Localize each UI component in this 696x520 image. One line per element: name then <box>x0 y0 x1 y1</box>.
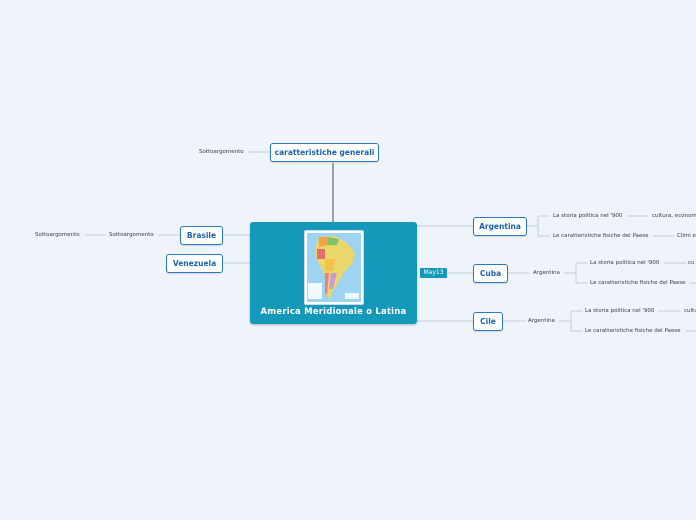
subtopic-label[interactable]: La storia politica nel '900 <box>585 308 655 314</box>
central-topic[interactable]: America Meridionale o Latina <box>250 222 417 324</box>
subtopic-label[interactable]: Climi e <box>677 233 696 239</box>
subtopic-label[interactable]: cultu <box>684 308 696 314</box>
subtopic-label[interactable]: Argentina <box>533 270 560 276</box>
subtopic-label[interactable]: Argentina <box>528 318 555 324</box>
south-america-map-image <box>304 230 364 305</box>
subtopic-label[interactable]: Le caratteristiche fisiche del Paese <box>553 233 649 239</box>
topic-cuba[interactable]: Cuba <box>473 264 508 283</box>
topic-brasile[interactable]: Brasile <box>180 226 223 245</box>
subtopic-label[interactable]: Sottoargomento <box>109 232 154 238</box>
subtopic-label[interactable]: La storia politica nel '900 <box>590 260 660 266</box>
topic-venezuela[interactable]: Venezuela <box>166 254 223 273</box>
date-tag[interactable]: May13 <box>420 268 447 278</box>
subtopic-label[interactable]: cultura, econom <box>652 213 696 219</box>
subtopic-label[interactable]: Sottoargomento <box>35 232 80 238</box>
subtopic-label[interactable]: Sottoargomento <box>199 149 244 155</box>
subtopic-label[interactable]: cu <box>688 260 695 266</box>
subtopic-label[interactable]: La storia politica nel '900 <box>553 213 623 219</box>
topic-cile[interactable]: Cile <box>473 312 503 331</box>
subtopic-label[interactable]: Le caratteristiche fisiche del Paese <box>590 280 686 286</box>
subtopic-label[interactable]: Le caratteristiche fisiche del Paese <box>585 328 681 334</box>
topic-caratteristiche-generali[interactable]: caratteristiche generali <box>270 143 379 162</box>
topic-argentina[interactable]: Argentina <box>473 217 527 236</box>
central-topic-title: America Meridionale o Latina <box>260 307 407 317</box>
